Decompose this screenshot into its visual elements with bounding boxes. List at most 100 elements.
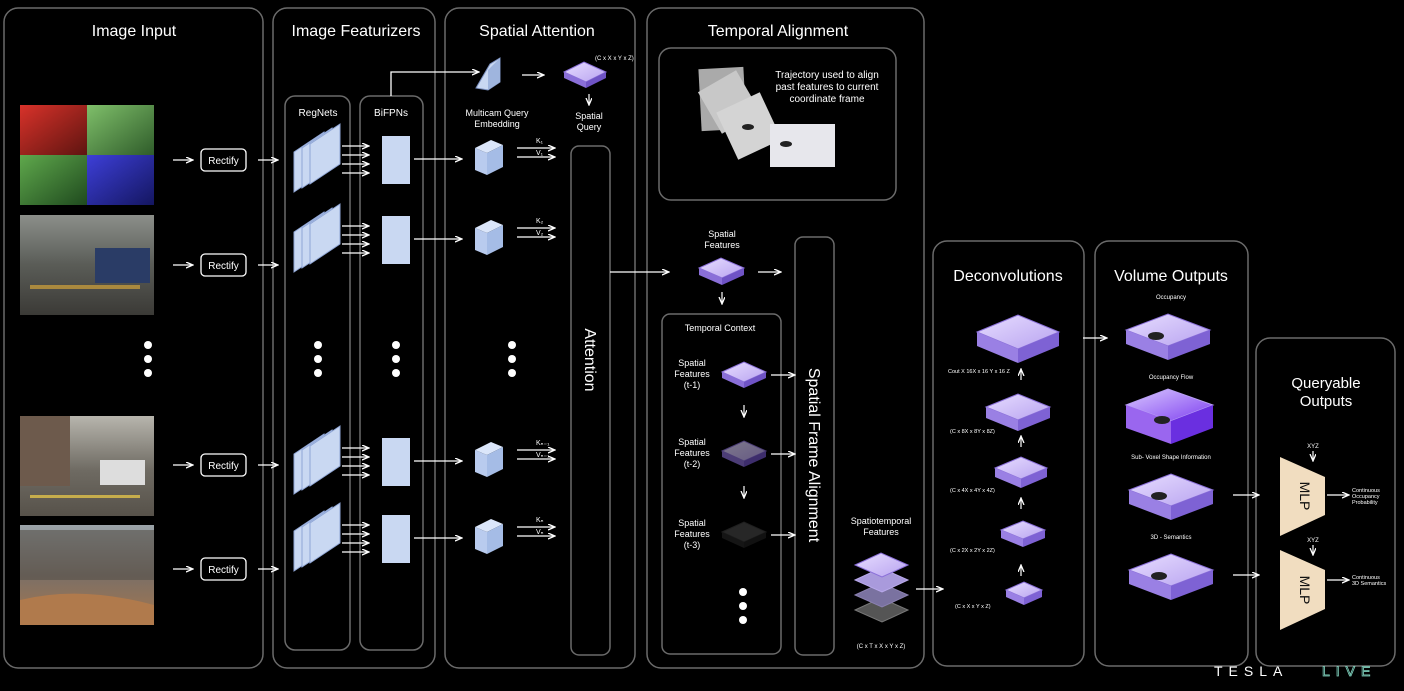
occupancy-flow-volume bbox=[1124, 388, 1215, 444]
regnet-stack bbox=[293, 425, 341, 495]
spatial-query-line2: Query bbox=[577, 122, 602, 132]
query-embedding-block bbox=[475, 57, 501, 91]
context-2-line3: (t-2) bbox=[684, 459, 701, 469]
context-voxel-t1 bbox=[720, 361, 768, 388]
mlp-2-label: MLP bbox=[1297, 576, 1313, 605]
panel-image-featurizers bbox=[272, 7, 436, 669]
rectify-button: Rectify bbox=[200, 557, 247, 581]
query-embedding-line2: Embedding bbox=[474, 119, 520, 129]
rectify-label: Rectify bbox=[208, 565, 239, 576]
context-2-line2: Features bbox=[674, 448, 710, 458]
title-temporal-alignment: Temporal Alignment bbox=[708, 23, 849, 40]
spatiotemporal-line2: Features bbox=[863, 527, 899, 537]
mlp-block-1: MLP bbox=[1280, 457, 1325, 536]
deconv-dim-3: (C x 4X x 4Y x 4Z) bbox=[950, 488, 995, 494]
deconv-dim-1: Cout X 16X x 16 Y x 16 Z bbox=[948, 369, 1011, 375]
title-image-featurizers: Image Featurizers bbox=[292, 23, 421, 40]
value-label: V₂ bbox=[536, 230, 544, 237]
mlp1-xyz: XYZ bbox=[1307, 444, 1319, 450]
mlp2-xyz: XYZ bbox=[1307, 538, 1319, 544]
bifpn-block bbox=[382, 216, 410, 264]
spatial-query-voxel bbox=[562, 61, 608, 88]
volume-label-flow: Occupancy Flow bbox=[1149, 375, 1194, 381]
rectify-label: Rectify bbox=[208, 261, 239, 272]
panel-image-input bbox=[3, 7, 264, 669]
spatial-features-line2: Features bbox=[704, 240, 740, 250]
bifpns-label: BiFPNs bbox=[374, 108, 408, 119]
trajectory-text-1: Trajectory used to align bbox=[775, 70, 879, 81]
input-row-2: Rectify K₂ V₂ bbox=[173, 203, 554, 277]
deconv-voxel-4x bbox=[993, 456, 1049, 488]
bifpn-block bbox=[382, 438, 410, 486]
temporal-context-label: Temporal Context bbox=[685, 323, 756, 333]
mlp-1-label: MLP bbox=[1297, 482, 1313, 511]
deconv-dim-2: (C x 8X x 8Y x 8Z) bbox=[950, 429, 995, 435]
attention-panel bbox=[570, 145, 611, 656]
rectify-button: Rectify bbox=[200, 148, 247, 172]
value-label: Vₙ₋₁ bbox=[536, 452, 550, 459]
title-queryable-line2: Outputs bbox=[1300, 393, 1353, 410]
rectify-button: Rectify bbox=[200, 453, 247, 477]
deconv-voxel-16x bbox=[975, 314, 1061, 363]
context-voxel-t3 bbox=[720, 521, 768, 548]
feature-cube bbox=[475, 220, 503, 255]
query-embedding-line1: Multicam Query bbox=[465, 108, 529, 118]
context-3-line1: Spatial bbox=[678, 518, 706, 528]
trajectory-illustration bbox=[697, 66, 835, 167]
deconv-voxel-1x bbox=[1004, 581, 1044, 605]
context-3-line2: Features bbox=[674, 529, 710, 539]
spatial-query-line1: Spatial bbox=[575, 111, 603, 121]
volume-label-subvoxel: Sub- Voxel Shape Information bbox=[1131, 455, 1211, 461]
bifpn-block bbox=[382, 136, 410, 184]
spatial-query-dims: (C x X x Y x Z) bbox=[595, 56, 634, 62]
spatial-features-voxel bbox=[697, 257, 746, 285]
input-row-1: Rectify K₁ V₁ bbox=[173, 123, 554, 193]
key-label: K₁ bbox=[536, 138, 544, 145]
query-out-1-line3: Probability bbox=[1352, 500, 1378, 506]
title-volume-outputs: Volume Outputs bbox=[1114, 268, 1228, 285]
spatial-features-line1: Spatial bbox=[708, 229, 736, 239]
camera-image-2 bbox=[20, 215, 154, 315]
feature-cube bbox=[475, 140, 503, 175]
bifpn-block bbox=[382, 515, 410, 563]
rectify-button: Rectify bbox=[200, 253, 247, 277]
trajectory-panel bbox=[658, 47, 897, 201]
value-label: V₁ bbox=[536, 150, 544, 157]
tesla-logo-text: TESLA bbox=[1214, 663, 1288, 679]
context-3-line3: (t-3) bbox=[684, 540, 701, 550]
query-out-2-line1: Continuous bbox=[1352, 575, 1380, 581]
query-out-2-line2: 3D Semantics bbox=[1352, 581, 1386, 587]
frame-alignment-label: Spatial Frame Alignment bbox=[805, 368, 822, 543]
camera-image-3 bbox=[20, 416, 154, 516]
context-1-line2: Features bbox=[674, 369, 710, 379]
mlp-block-2: MLP bbox=[1280, 550, 1325, 630]
title-image-input: Image Input bbox=[92, 23, 177, 40]
spatiotemporal-dims: (C x T x X x Y x Z) bbox=[857, 644, 906, 650]
deconv-dim-4: (C x 2X x 2Y x 2Z) bbox=[950, 548, 995, 554]
title-deconvolutions: Deconvolutions bbox=[953, 268, 1062, 285]
panel-queryable-outputs bbox=[1255, 337, 1396, 667]
panel-spatial-attention bbox=[444, 7, 636, 669]
context-1-line1: Spatial bbox=[678, 358, 706, 368]
panel-deconvolutions bbox=[932, 240, 1085, 667]
feature-cube bbox=[475, 519, 503, 554]
frame-alignment-panel bbox=[794, 236, 835, 656]
live-logo-text: LIVE bbox=[1322, 663, 1376, 679]
temporal-context-panel bbox=[661, 313, 782, 655]
query-out-1-line1: Continuous bbox=[1352, 488, 1380, 494]
regnets-panel bbox=[284, 95, 351, 651]
value-label: Vₙ bbox=[536, 529, 544, 536]
panel-temporal-alignment bbox=[646, 7, 925, 669]
regnet-stack bbox=[293, 203, 341, 273]
volume-label-occupancy: Occupancy bbox=[1156, 295, 1186, 301]
key-label: K₂ bbox=[536, 218, 544, 225]
regnets-label: RegNets bbox=[299, 108, 338, 119]
volume-label-semantics: 3D - Semantics bbox=[1150, 535, 1191, 541]
context-1-line3: (t-1) bbox=[684, 380, 701, 390]
deconv-dim-5: (C x X x Y x Z) bbox=[955, 604, 991, 610]
title-queryable-line1: Queryable bbox=[1291, 375, 1360, 392]
context-2-line1: Spatial bbox=[678, 437, 706, 447]
